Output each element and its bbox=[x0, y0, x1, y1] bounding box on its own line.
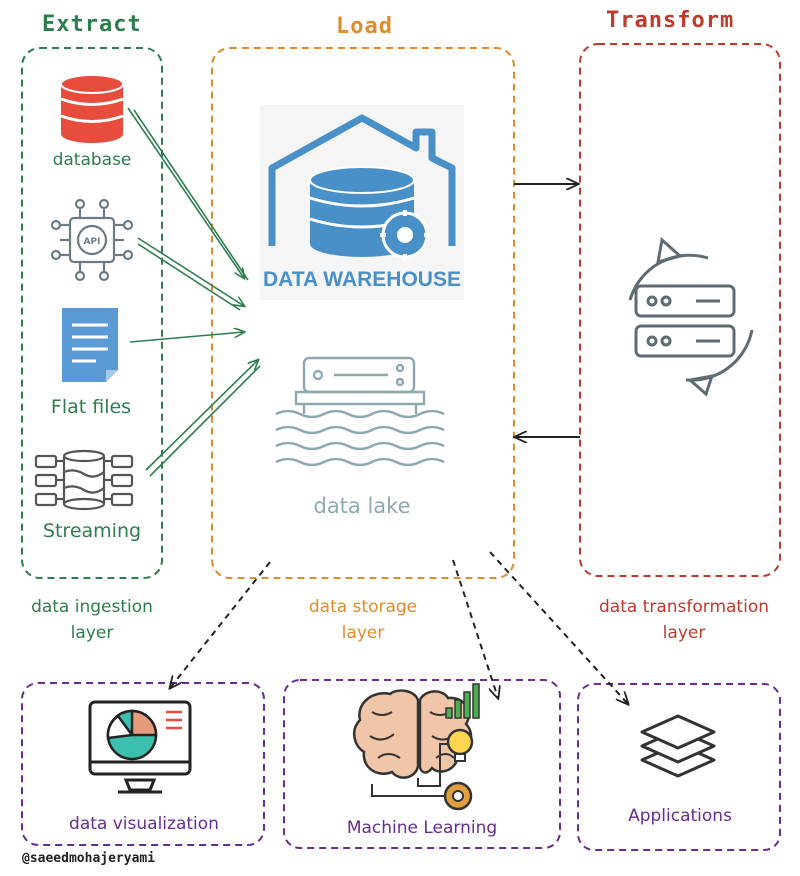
transform-title: Transform bbox=[606, 8, 735, 33]
storage-layer-line-2: layer bbox=[341, 623, 385, 643]
to-visualization-arrow bbox=[170, 561, 271, 688]
ingestion-layer-line-1: data ingestion bbox=[31, 597, 153, 617]
data-lake-icon bbox=[275, 356, 445, 467]
transform-box bbox=[579, 43, 781, 577]
machine-learning-icon bbox=[352, 683, 480, 811]
storage-layer-line-1: data storage bbox=[308, 597, 418, 617]
data-warehouse-label: DATA WAREHOUSE bbox=[263, 268, 461, 291]
transformation-layer-line-2: layer bbox=[662, 623, 706, 643]
data-visualization-icon bbox=[88, 700, 192, 794]
api-icon bbox=[50, 198, 134, 282]
database-label: database bbox=[52, 150, 132, 170]
transform-cycle-icon bbox=[628, 237, 754, 397]
api-label: API bbox=[84, 237, 101, 247]
extract-box bbox=[21, 47, 163, 579]
flat-file-icon bbox=[62, 308, 118, 382]
ingestion-arrows bbox=[127, 107, 261, 477]
author-handle: @saeedmohajeryami bbox=[22, 851, 156, 866]
apps-box bbox=[577, 683, 781, 851]
visualization-box bbox=[21, 682, 265, 846]
data-lake-label: data lake bbox=[313, 494, 411, 518]
applications-label: Applications bbox=[628, 806, 732, 826]
transformation-layer-line-1: data transformation bbox=[598, 597, 770, 617]
ingestion-layer-caption: data ingestion layer bbox=[4, 594, 180, 646]
applications-stack-icon bbox=[640, 714, 716, 778]
extract-title: Extract bbox=[42, 12, 142, 37]
to-ml-arrow bbox=[452, 559, 498, 698]
transformation-layer-caption: data transformation layer bbox=[572, 594, 796, 646]
machine-learning-label: Machine Learning bbox=[346, 818, 498, 838]
load-box bbox=[211, 47, 515, 579]
data-warehouse-icon bbox=[260, 105, 464, 300]
ingestion-layer-line-2: layer bbox=[70, 623, 114, 643]
ml-box bbox=[283, 679, 561, 849]
streaming-label: Streaming bbox=[42, 520, 142, 542]
database-icon bbox=[60, 74, 124, 143]
flat-files-label: Flat files bbox=[50, 396, 132, 418]
streaming-icon bbox=[34, 449, 134, 511]
storage-layer-caption: data storage layer bbox=[270, 594, 456, 646]
data-visualization-label: data visualization bbox=[69, 814, 219, 834]
load-title: Load bbox=[336, 14, 393, 39]
to-apps-arrow bbox=[489, 551, 628, 704]
